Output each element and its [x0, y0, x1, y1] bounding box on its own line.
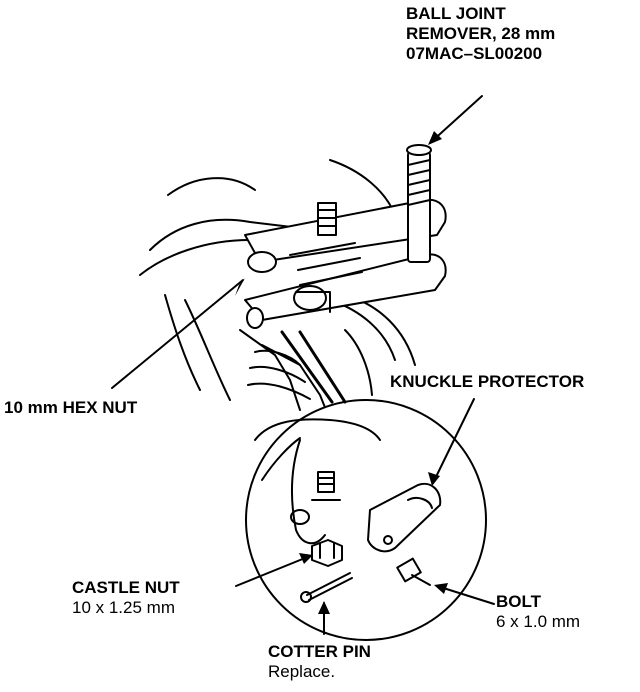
fender-outline: [167, 177, 256, 196]
brake-shape: [344, 329, 373, 396]
knuckle-left: [164, 294, 201, 391]
upper-arm-outline: [149, 218, 301, 251]
detail-knuckle: [254, 418, 381, 545]
castle-nut-line1: CASTLE NUT: [72, 578, 180, 597]
cotter-pin-label: COTTER PIN Replace.: [268, 642, 371, 682]
castle-nut-part: [311, 539, 343, 567]
castle-nut-label: CASTLE NUT 10 x 1.25 mm: [72, 578, 180, 618]
castle-nut-line2: 10 x 1.25 mm: [72, 598, 175, 617]
castle-nut-arrowhead: [299, 553, 313, 564]
hex-nut-text: 10 mm HEX NUT: [4, 398, 138, 417]
ball-joint-arrowhead: [428, 131, 442, 145]
hex-nut-leader: [111, 279, 244, 389]
bolt-part: [396, 557, 431, 586]
knuckle-left-2: [184, 299, 231, 401]
castle-nut-leader: [235, 555, 311, 587]
bolt-arrowhead: [434, 583, 448, 594]
lower-arm: [329, 299, 396, 361]
strut-body: [239, 329, 301, 411]
ball-joint-remover-line1: BALL JOINT: [406, 4, 506, 23]
bolt-leader: [436, 585, 495, 605]
lower-arm-2: [344, 294, 416, 366]
detail-leader-line: [280, 330, 347, 404]
ball-joint-remover-label: BALL JOINT REMOVER, 28 mm 07MAC–SL00200: [406, 4, 555, 64]
hex-nut-label: 10 mm HEX NUT: [4, 398, 137, 418]
ball-joint-remover-line3: 07MAC–SL00200: [406, 44, 543, 63]
cotter-pin-line1: COTTER PIN: [268, 642, 371, 661]
cotter-pin-part: [300, 572, 353, 603]
bolt-label: BOLT 6 x 1.0 mm: [496, 592, 580, 632]
bolt-line2: 6 x 1.0 mm: [496, 612, 581, 631]
cotter-pin-line2: Replace.: [268, 662, 336, 681]
knuckle-protector-part: [367, 482, 442, 553]
ball-joint-remover-tool: [244, 144, 447, 329]
detail-circle: [245, 399, 487, 641]
ball-joint-remover-line2: REMOVER, 28 mm: [406, 24, 556, 43]
bolt-line1: BOLT: [496, 592, 542, 611]
cotter-pin-arrowhead: [318, 601, 330, 614]
ball-joint-leader: [429, 95, 483, 144]
strut-coil: [247, 349, 311, 400]
knuckle-protector-text: KNUCKLE PROTECTOR: [390, 372, 585, 391]
knuckle-protector-leader: [432, 398, 475, 484]
upper-arm-outline-2: [139, 239, 251, 276]
knuckle-protector-label: KNUCKLE PROTECTOR: [390, 372, 584, 392]
hex-nut-arrowhead: [233, 278, 245, 296]
knuckle-protector-arrowhead: [428, 472, 440, 486]
